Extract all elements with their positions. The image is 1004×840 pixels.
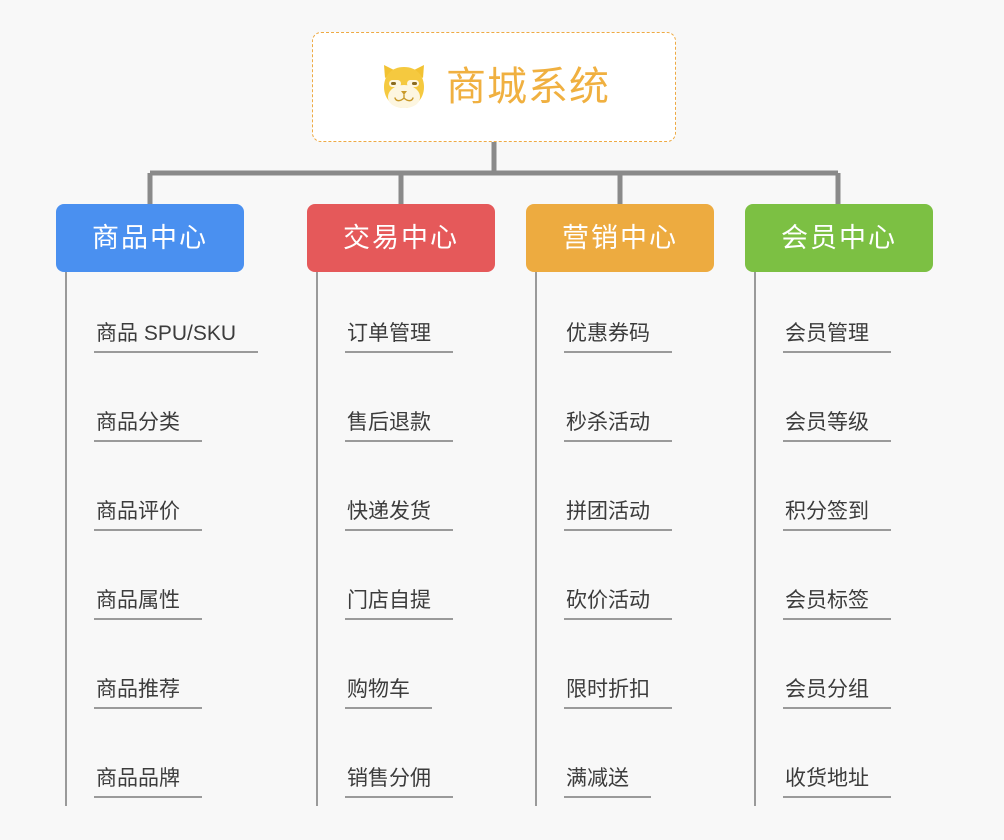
list-item[interactable]: 商品 SPU/SKU bbox=[56, 272, 259, 361]
branch-header-3[interactable]: 会员中心 bbox=[745, 204, 933, 272]
list-item-label: 会员等级 bbox=[783, 411, 891, 442]
branch-header-label: 商品中心 bbox=[92, 222, 208, 253]
list-spine bbox=[316, 272, 318, 806]
shiba-dog-icon bbox=[378, 61, 430, 113]
list-item-label: 会员分组 bbox=[783, 678, 891, 709]
branch-header-1[interactable]: 交易中心 bbox=[307, 204, 495, 272]
list-item[interactable]: 门店自提 bbox=[307, 539, 495, 628]
list-item-label: 商品品牌 bbox=[94, 767, 202, 798]
branch-item-list-0: 商品 SPU/SKU 商品分类 商品评价 商品属性 商品推荐 商品品牌 bbox=[56, 272, 259, 806]
list-item[interactable]: 商品分类 bbox=[56, 361, 244, 450]
branch-column-0: 商品中心 商品 SPU/SKU 商品分类 商品评价 商品属性 商品推荐 商品品牌 bbox=[56, 204, 259, 806]
list-item[interactable]: 砍价活动 bbox=[526, 539, 714, 628]
list-item[interactable]: 售后退款 bbox=[307, 361, 495, 450]
branch-header-label: 营销中心 bbox=[562, 222, 678, 253]
list-item[interactable]: 拼团活动 bbox=[526, 450, 714, 539]
list-item[interactable]: 商品评价 bbox=[56, 450, 244, 539]
list-item[interactable]: 会员标签 bbox=[745, 539, 933, 628]
root-title: 商城系统 bbox=[446, 65, 610, 109]
root-node[interactable]: 商城系统 bbox=[312, 32, 676, 142]
list-item-label: 会员管理 bbox=[783, 322, 891, 353]
list-spine bbox=[535, 272, 537, 806]
list-item-label: 满减送 bbox=[564, 767, 651, 798]
branch-column-3: 会员中心 会员管理 会员等级 积分签到 会员标签 会员分组 收货地址 bbox=[745, 204, 933, 806]
list-item-label: 售后退款 bbox=[345, 411, 453, 442]
list-item-label: 秒杀活动 bbox=[564, 411, 672, 442]
list-item-label: 商品 SPU/SKU bbox=[94, 322, 259, 353]
list-item[interactable]: 满减送 bbox=[526, 717, 714, 806]
branch-column-2: 营销中心 优惠券码 秒杀活动 拼团活动 砍价活动 限时折扣 满减送 bbox=[526, 204, 714, 806]
list-item[interactable]: 优惠券码 bbox=[526, 272, 714, 361]
list-item[interactable]: 积分签到 bbox=[745, 450, 933, 539]
list-item[interactable]: 快递发货 bbox=[307, 450, 495, 539]
list-item[interactable]: 商品推荐 bbox=[56, 628, 244, 717]
branch-header-label: 会员中心 bbox=[781, 222, 897, 253]
list-item[interactable]: 会员等级 bbox=[745, 361, 933, 450]
branch-item-list-3: 会员管理 会员等级 积分签到 会员标签 会员分组 收货地址 bbox=[745, 272, 933, 806]
branch-column-1: 交易中心 订单管理 售后退款 快递发货 门店自提 购物车 销售分佣 bbox=[307, 204, 495, 806]
list-item-label: 收货地址 bbox=[783, 767, 891, 798]
list-item[interactable]: 商品品牌 bbox=[56, 717, 244, 806]
list-item[interactable]: 会员管理 bbox=[745, 272, 933, 361]
branch-header-2[interactable]: 营销中心 bbox=[526, 204, 714, 272]
list-item-label: 会员标签 bbox=[783, 589, 891, 620]
list-item-label: 优惠券码 bbox=[564, 322, 672, 353]
list-item-label: 拼团活动 bbox=[564, 500, 672, 531]
list-item[interactable]: 会员分组 bbox=[745, 628, 933, 717]
list-item-label: 限时折扣 bbox=[564, 678, 672, 709]
list-item[interactable]: 购物车 bbox=[307, 628, 495, 717]
list-item-label: 订单管理 bbox=[345, 322, 453, 353]
branch-item-list-2: 优惠券码 秒杀活动 拼团活动 砍价活动 限时折扣 满减送 bbox=[526, 272, 714, 806]
list-item[interactable]: 商品属性 bbox=[56, 539, 244, 628]
list-item-label: 购物车 bbox=[345, 678, 432, 709]
list-item[interactable]: 收货地址 bbox=[745, 717, 933, 806]
list-item-label: 门店自提 bbox=[345, 589, 453, 620]
list-item-label: 砍价活动 bbox=[564, 589, 672, 620]
list-spine bbox=[65, 272, 67, 806]
list-spine bbox=[754, 272, 756, 806]
list-item[interactable]: 秒杀活动 bbox=[526, 361, 714, 450]
list-item-label: 商品分类 bbox=[94, 411, 202, 442]
list-item-label: 商品评价 bbox=[94, 500, 202, 531]
list-item-label: 商品属性 bbox=[94, 589, 202, 620]
list-item-label: 快递发货 bbox=[345, 500, 453, 531]
list-item-label: 销售分佣 bbox=[345, 767, 453, 798]
list-item-label: 商品推荐 bbox=[94, 678, 202, 709]
branch-item-list-1: 订单管理 售后退款 快递发货 门店自提 购物车 销售分佣 bbox=[307, 272, 495, 806]
list-item-label: 积分签到 bbox=[783, 500, 891, 531]
list-item[interactable]: 订单管理 bbox=[307, 272, 495, 361]
list-item[interactable]: 销售分佣 bbox=[307, 717, 495, 806]
branch-header-0[interactable]: 商品中心 bbox=[56, 204, 244, 272]
branch-header-label: 交易中心 bbox=[343, 222, 459, 253]
list-item[interactable]: 限时折扣 bbox=[526, 628, 714, 717]
